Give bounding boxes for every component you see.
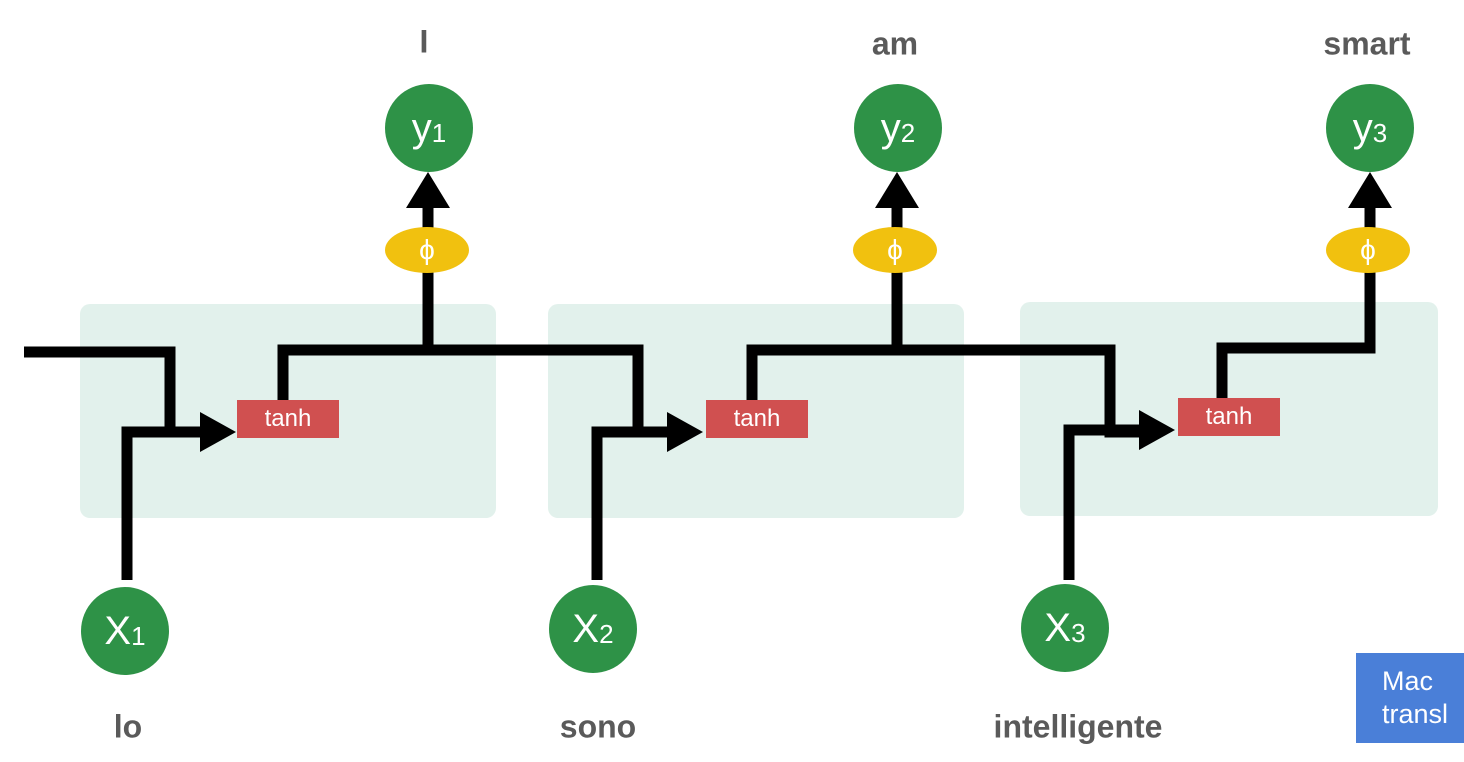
- output-word-2: am: [871, 25, 919, 62]
- machine-translation-badge[interactable]: Mac transl: [1356, 653, 1464, 743]
- input-symbol: X: [104, 608, 132, 653]
- input-symbol: X: [1044, 605, 1072, 650]
- output-symbol: y: [1352, 105, 1373, 150]
- arrow-head-2: [667, 412, 703, 452]
- arrow-head-y2: [875, 172, 919, 208]
- output-subscript: 1: [431, 117, 447, 148]
- output-symbol: y: [880, 105, 901, 150]
- h3-line: [1216, 208, 1376, 398]
- arrow-head-1: [200, 412, 236, 452]
- output-word-3: smart: [1323, 25, 1411, 62]
- badge-line-2: transl: [1382, 699, 1449, 729]
- input-subscript: 2: [599, 618, 614, 649]
- output-subscript: 2: [900, 117, 916, 148]
- x3-input-line: [1063, 424, 1144, 580]
- phi-node-1: ϕ: [385, 227, 469, 273]
- output-subscript: 3: [1372, 117, 1388, 148]
- badge-line-1: Mac: [1382, 666, 1434, 696]
- tanh-box-3: tanh: [1178, 398, 1280, 436]
- phi-node-3: ϕ: [1326, 227, 1410, 273]
- arrow-head-3: [1139, 410, 1175, 450]
- output-symbol: y: [411, 105, 432, 150]
- input-subscript: 3: [1071, 617, 1086, 648]
- arrow-head-y1: [406, 172, 450, 208]
- tanh-box-2: tanh: [706, 400, 808, 438]
- arrow-head-y3: [1348, 172, 1392, 208]
- tanh-box-1: tanh: [237, 400, 339, 438]
- x2-input-line: [591, 426, 672, 580]
- input-symbol: X: [572, 606, 600, 651]
- input-word-2: sono: [559, 708, 637, 745]
- output-word-1: I: [419, 23, 429, 60]
- phi-node-2: ϕ: [853, 227, 937, 273]
- input-word-3: intelligente: [993, 708, 1163, 745]
- input-word-1: lo: [113, 708, 143, 745]
- input-subscript: 1: [131, 620, 146, 651]
- x1-input-line: [121, 426, 205, 580]
